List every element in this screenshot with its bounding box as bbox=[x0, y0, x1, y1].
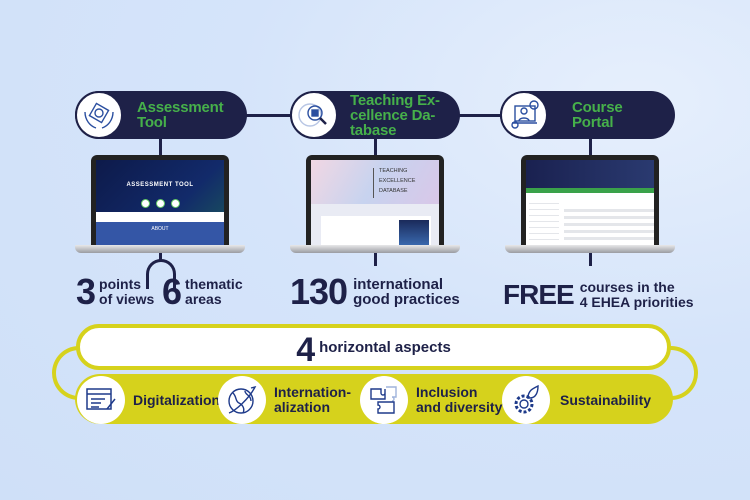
aspect-sustainability: Sustainability bbox=[502, 376, 651, 424]
connector bbox=[159, 138, 162, 158]
hands-diamond-icon bbox=[75, 91, 123, 139]
connector bbox=[589, 252, 592, 266]
stat-label: points bbox=[99, 276, 142, 292]
pill-title: Portal bbox=[572, 114, 614, 131]
connector bbox=[159, 252, 162, 262]
connector-arc bbox=[146, 259, 176, 289]
aspect-digitalization: Digitalization bbox=[77, 376, 220, 424]
stat-label: good practices bbox=[353, 291, 460, 308]
pill-title: tabase bbox=[350, 121, 397, 139]
connector bbox=[374, 138, 377, 158]
puzzle-icon bbox=[360, 376, 408, 424]
pill-title: Course bbox=[572, 99, 623, 116]
connector bbox=[455, 114, 510, 117]
connector bbox=[589, 138, 592, 158]
stat-label: international bbox=[353, 276, 444, 293]
stat-label: areas bbox=[185, 291, 222, 307]
stat-number: 3 bbox=[76, 271, 96, 312]
teaching-database-laptop: TEACHING EXCELLENCE DATABASE bbox=[290, 155, 460, 255]
connector bbox=[374, 252, 377, 266]
horizontal-number: 4 bbox=[296, 331, 316, 369]
document-pen-icon bbox=[77, 376, 125, 424]
screen-section: ABOUT bbox=[96, 222, 224, 245]
horizontal-aspects-banner: 4 horizontal aspects bbox=[76, 324, 671, 370]
stat-label: courses in the bbox=[579, 279, 675, 295]
aspect-label: alization bbox=[274, 399, 331, 415]
pill-title: Assessment bbox=[137, 99, 224, 116]
aspect-internationalization: Internation-alization bbox=[218, 376, 351, 424]
stat-number: FREE bbox=[503, 279, 575, 310]
course-portal-laptop bbox=[505, 155, 675, 255]
loop-right bbox=[662, 346, 698, 400]
horizontal-label: horizontal aspects bbox=[319, 338, 451, 356]
stat-label: thematic bbox=[185, 276, 243, 292]
aspect-label: Internation- bbox=[274, 384, 351, 400]
pill-title: Tool bbox=[137, 114, 167, 131]
screen-title: DATABASE bbox=[379, 188, 408, 194]
screen-title: EXCELLENCE bbox=[379, 178, 416, 184]
connector bbox=[240, 114, 300, 117]
stat-label: of views bbox=[99, 291, 155, 307]
assessment-tool-laptop: ASSESSMENT TOOL ABOUT bbox=[75, 155, 245, 255]
stat-label: 4 EHEA priorities bbox=[579, 294, 694, 310]
screen-title: TEACHING bbox=[379, 168, 408, 174]
pill-title: cellence Da- bbox=[350, 106, 436, 124]
screen-title: ASSESSMENT TOOL bbox=[126, 182, 194, 188]
aspect-label: Sustainability bbox=[560, 391, 652, 408]
aspect-label: Inclusion bbox=[416, 384, 478, 400]
pill-title: Teaching Ex- bbox=[350, 91, 440, 109]
presenter-screen-icon bbox=[500, 91, 548, 139]
gear-leaf-icon bbox=[502, 376, 550, 424]
globe-arrow-icon bbox=[218, 376, 266, 424]
stat-number: 6 bbox=[162, 271, 182, 312]
loop-left bbox=[52, 346, 88, 400]
stat-number: 130 bbox=[290, 271, 348, 312]
aspect-label: and diversity bbox=[416, 399, 503, 415]
globe-magnifier-icon bbox=[290, 91, 338, 139]
aspect-label: Digitalization bbox=[133, 391, 221, 408]
teaching-excellence-database-pill[interactable]: Teaching Ex-cellence Da-tabase bbox=[290, 91, 460, 139]
